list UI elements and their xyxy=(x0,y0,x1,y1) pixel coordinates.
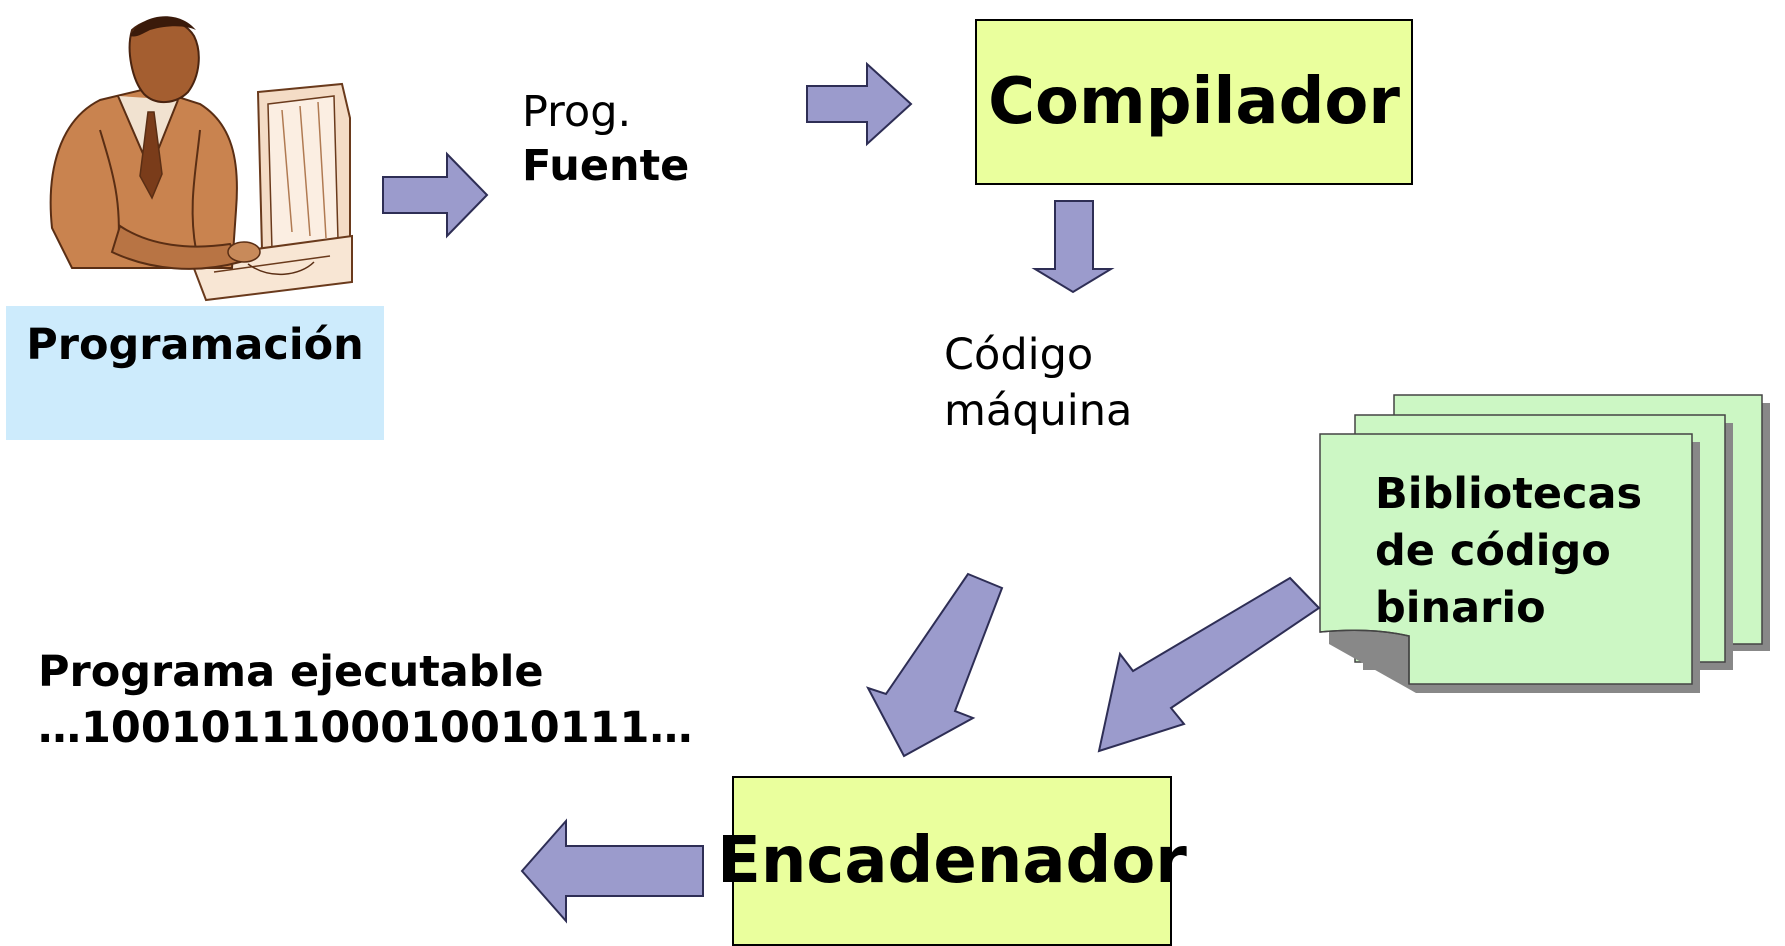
libraries-line1: Bibliotecas xyxy=(1375,469,1643,519)
machine-code-label: Código máquina xyxy=(944,328,1132,440)
source-program-line2: Fuente xyxy=(522,140,690,191)
linker-label: Encadenador xyxy=(717,824,1187,898)
libraries-line2: de código xyxy=(1375,525,1611,576)
source-program-line1: Prog. xyxy=(522,87,632,137)
arrow-to-source xyxy=(382,151,489,239)
libraries-line3: binario xyxy=(1375,582,1546,633)
executable-line1: Programa ejecutable xyxy=(38,647,544,697)
arrow-to-compiler xyxy=(806,61,913,147)
executable-line2: …1001011100010010111… xyxy=(38,702,693,753)
arrow-to-machine-code xyxy=(1031,200,1115,294)
arrow-machine-to-linker xyxy=(865,572,1004,758)
programacion-box: Programación xyxy=(6,306,384,440)
arrow-libraries-to-linker xyxy=(1097,576,1321,753)
machine-code-line2: máquina xyxy=(944,385,1133,436)
executable-label: Programa ejecutable …1001011100010010111… xyxy=(38,645,692,757)
libraries-label: Bibliotecas de código binario xyxy=(1375,466,1642,636)
machine-code-line1: Código xyxy=(944,330,1094,380)
libraries-stack xyxy=(1319,394,1770,693)
linker-box: Encadenador xyxy=(717,776,1187,946)
programacion-label: Programación xyxy=(26,320,364,370)
source-program-label: Prog. Fuente xyxy=(522,86,689,194)
compiler-label: Compilador xyxy=(988,65,1400,139)
arrow-to-executable xyxy=(520,818,704,924)
compiler-box: Compilador xyxy=(975,19,1413,185)
programmer-icon xyxy=(49,16,353,302)
